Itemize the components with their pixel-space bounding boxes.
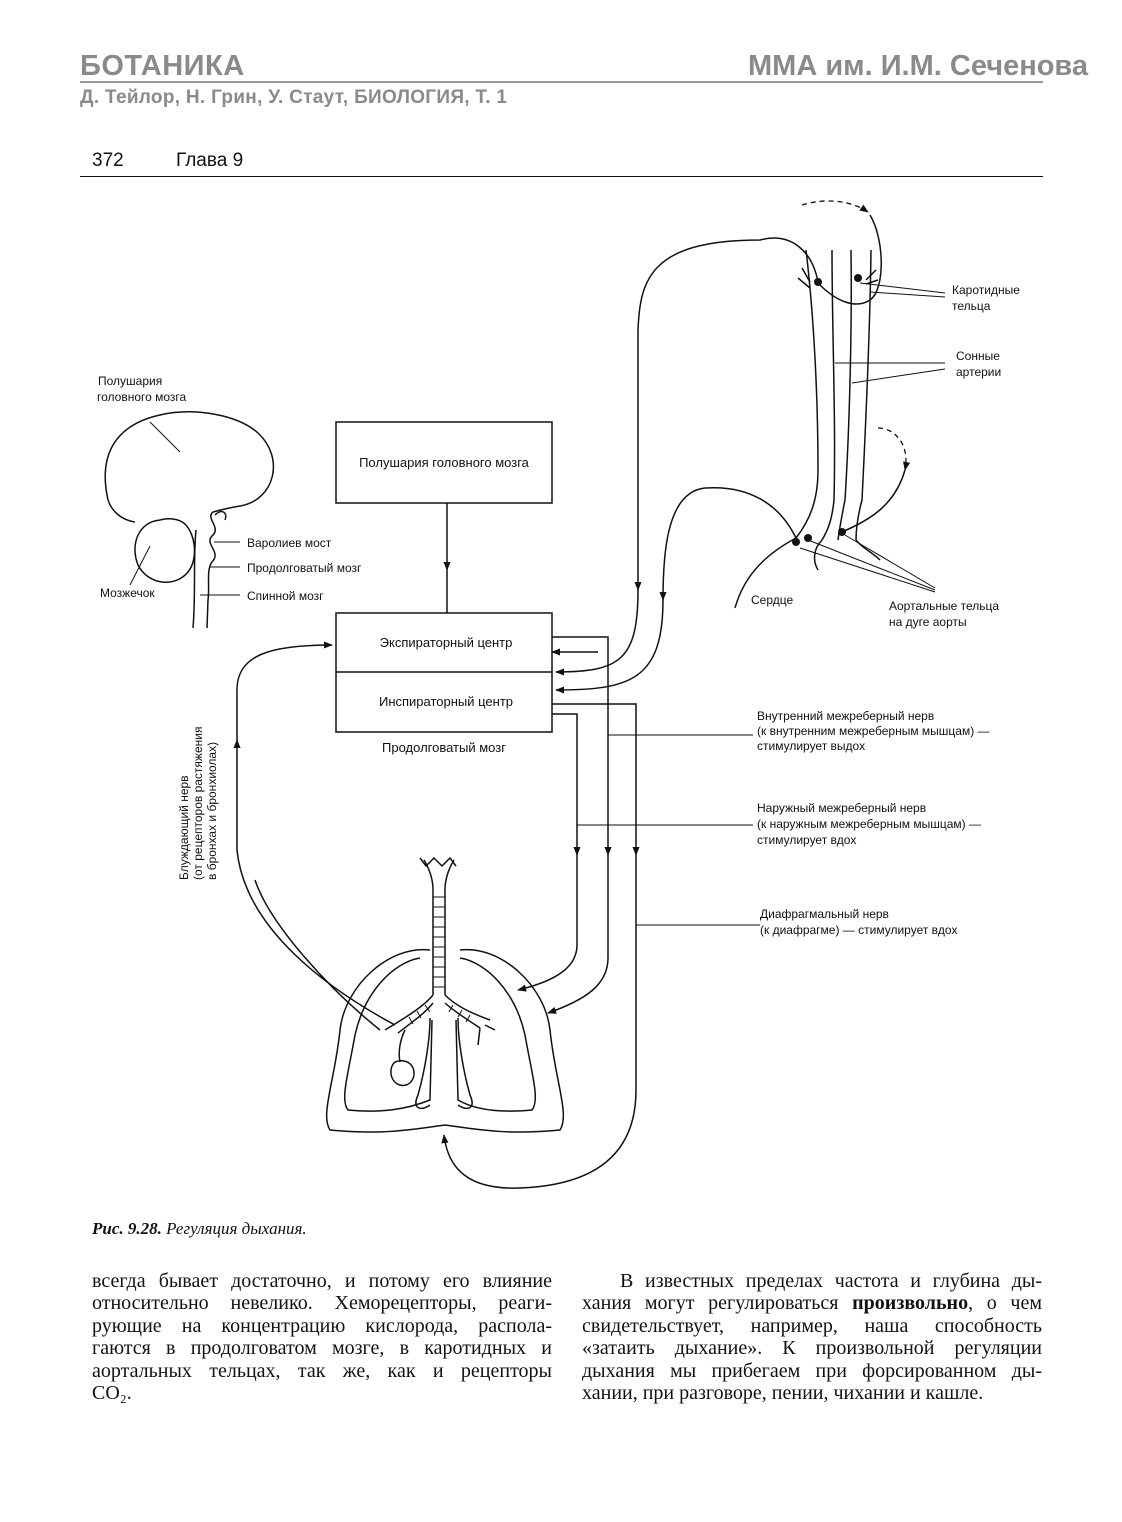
- aortic-bodies-leader-1: [807, 539, 936, 591]
- brain-drawing: [104, 411, 275, 629]
- internal-intercostal-path: [552, 636, 612, 856]
- header-rule: [80, 81, 1043, 83]
- right-line-6: хании, при разговоре, пении, чихании и к…: [582, 1382, 984, 1405]
- external-intercostal-label-3: стимулирует вдох: [757, 833, 856, 847]
- left-line-5: аортальных тельцах, так же, как и рецепт…: [92, 1359, 552, 1382]
- carotid-bodies-label-1: Каротидные: [952, 283, 1020, 297]
- hemispheres-label-1: Полушария: [98, 374, 162, 388]
- cerebrum-box: [335, 421, 553, 504]
- carotid-body-right: [854, 274, 862, 282]
- external-intercostal-label-2: (к наружным межреберным мышцам) —: [757, 817, 981, 831]
- expiratory-center-label: Экспираторный центр: [380, 635, 513, 650]
- caption-label: Рис. 9.28.: [92, 1219, 162, 1238]
- aortic-body-2: [804, 534, 812, 542]
- header-book: Д. Тейлор, Н. Грин, У. Стаут, БИОЛОГИЯ, …: [80, 87, 508, 108]
- phrenic-nerve-path: [552, 703, 640, 856]
- inspiratory-center-label: Инспираторный центр: [379, 694, 513, 709]
- heart-label: Сердце: [751, 593, 793, 607]
- arteries-drawing: [734, 249, 881, 609]
- vagus-label-2: (от рецепторов растяжения: [191, 727, 205, 880]
- caption-text: Регуляция дыхания.: [166, 1219, 307, 1238]
- hemispheres-label-2: головного мозга: [97, 390, 187, 404]
- body-left-column: всегда бывает достаточно, и потому его в…: [92, 1270, 552, 1404]
- vagus-label-3: в бронхах и бронхиолах): [205, 742, 219, 880]
- left-line-3: рующие на концентрацию кислорода, распол…: [92, 1314, 552, 1337]
- aortic-body-1: [792, 538, 800, 546]
- aortic-bodies-label-2: на дуге аорты: [889, 615, 967, 629]
- carotid-afferent-to-center: [555, 589, 639, 676]
- carotid-afferent-nerve: [634, 237, 819, 591]
- right-line-2-start: хания могут регулироваться: [582, 1292, 839, 1315]
- external-intercostal-label-bg: [753, 798, 1043, 848]
- chapter-title: Глава 9: [176, 150, 244, 171]
- aortic-bodies-leader-2: [844, 534, 936, 589]
- pons-label: Варолиев мост: [247, 536, 332, 550]
- cerebellum-leader: [129, 545, 151, 586]
- left-line-4: гаются в продолговатом мозге, в каротидн…: [92, 1337, 552, 1360]
- external-intercostal-label-1: Наружный межреберный нерв: [757, 801, 926, 815]
- trachea-rings: [408, 896, 471, 1025]
- internal-intercostal-label-2: (к внутренним межреберным мышцам) —: [757, 724, 990, 738]
- aortic-afferent-nerve: [659, 486, 797, 601]
- right-line-2-emphasis: произвольно: [852, 1292, 969, 1315]
- aortic-bodies-label-1: Аортальные тельца: [889, 599, 999, 613]
- phrenic-label-2: (к диафрагме) — стимулирует вдох: [760, 923, 957, 937]
- carotid-arteries-label-2: артерии: [956, 365, 1001, 379]
- aortic-nerve-loop: [841, 469, 906, 533]
- page-number: 372: [92, 150, 124, 171]
- right-line-4: «затаить дыхание». К произвольной регуля…: [582, 1337, 1042, 1360]
- internal-intercostal-label-bg: [753, 707, 1043, 753]
- medulla-label: Продолговатый мозг: [247, 561, 362, 575]
- right-line-3: свидетельствует, например, наша способно…: [582, 1314, 1042, 1337]
- carotid-bodies-leader-2: [869, 291, 946, 298]
- right-line-1: В известных пределах частота и глубина д…: [620, 1270, 1042, 1292]
- carotid-bodies-leader-1: [859, 282, 946, 294]
- header-institution: ММА им. И.М. Сеченова: [748, 50, 1088, 82]
- aortic-bodies-leader-3: [799, 547, 936, 593]
- carotid-nerve-loop: [819, 214, 882, 305]
- aortic-afferent-to-center: [555, 599, 664, 694]
- right-line-5: дыхания мы прибегаем при форсированном д…: [582, 1359, 1042, 1382]
- running-head-rule: [80, 176, 1043, 177]
- internal-intercostal-to-lungs: [547, 855, 609, 1014]
- figure-caption: Рис. 9.28. Регуляция дыхания.: [92, 1219, 307, 1239]
- internal-intercostal-label-3: стимулирует выдох: [757, 739, 865, 753]
- medulla-caption: Продолговатый мозг: [382, 740, 506, 755]
- hemispheres-leader: [149, 421, 181, 453]
- vagus-nerve-path: [233, 739, 396, 1026]
- right-line-2-end: , о чем: [968, 1292, 1042, 1315]
- thorax-drawing: [325, 856, 565, 1133]
- carotid-bodies-label-2: тельца: [952, 299, 991, 313]
- carotid-arteries-leader-2: [851, 368, 946, 384]
- vagus-label-group: Блуждающий нерв (от рецепторов растяжени…: [177, 727, 219, 880]
- left-line-2: относительно невелико. Хеморецепторы, ре…: [92, 1292, 552, 1315]
- carotid-arteries-label-1: Сонные: [956, 349, 1000, 363]
- external-intercostal-to-lungs: [517, 855, 578, 992]
- body-right-column: В известных пределах частота и глубина д…: [582, 1270, 1042, 1404]
- external-intercostal-path: [552, 713, 581, 856]
- vagus-label-1: Блуждающий нерв: [177, 775, 191, 880]
- left-line-6: CO₂.: [92, 1382, 132, 1405]
- carotid-flow-arrow: [801, 200, 869, 213]
- internal-intercostal-label-1: Внутренний межреберный нерв: [757, 709, 934, 723]
- aortic-flow-arrow: [877, 427, 911, 471]
- header-subject: БОТАНИКА: [80, 50, 245, 82]
- cerebellum-label: Мозжечок: [100, 586, 155, 600]
- phrenic-label-1: Диафрагмальный нерв: [760, 907, 889, 921]
- vagus-nerve-to-center: [236, 641, 333, 740]
- left-line-1: всегда бывает достаточно, и потому его в…: [92, 1270, 552, 1292]
- cerebrum-box-label: Полушария головного мозга: [359, 455, 530, 470]
- spinal-cord-label: Спинной мозг: [247, 589, 324, 603]
- phrenic-to-diaphragm: [441, 855, 637, 1189]
- right-line-2: хания могут регулироваться произвольно, …: [582, 1292, 1042, 1314]
- vagus-branch: [254, 879, 381, 1031]
